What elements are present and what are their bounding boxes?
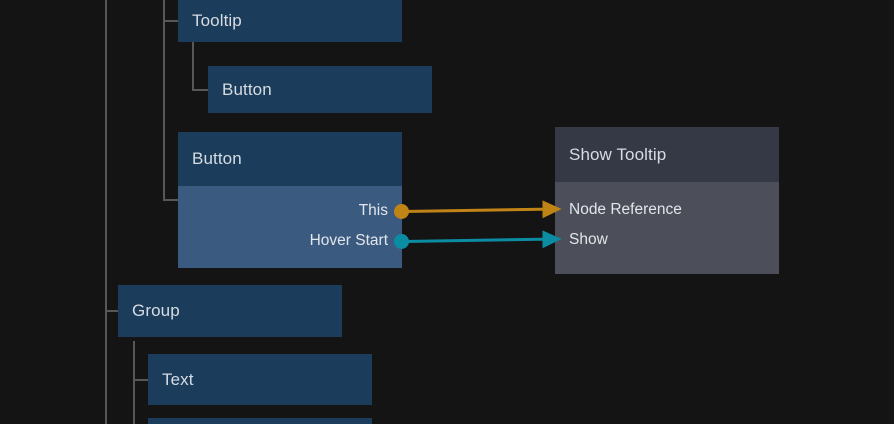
show-tooltip-node[interactable]: Show Tooltip Node Reference Show <box>555 127 779 274</box>
port-in-node-reference[interactable]: Node Reference <box>569 199 682 221</box>
tree-trunk-line <box>105 0 107 424</box>
wire-hover-start-to-show <box>403 230 562 249</box>
text-node-title: Text <box>148 354 372 405</box>
port-out-hover-start-label: Hover Start <box>309 232 388 249</box>
port-dot-this[interactable] <box>394 204 409 219</box>
tree-tick-group <box>105 310 119 312</box>
tooltip-button-node[interactable]: Button <box>208 66 432 113</box>
partial-node-below[interactable] <box>148 418 372 424</box>
tree-tick-tooltip-button <box>192 89 209 91</box>
tooltip-button-node-title: Button <box>208 66 432 113</box>
text-node[interactable]: Text <box>148 354 372 405</box>
tree-tick-button <box>163 199 179 201</box>
show-tooltip-node-title: Show Tooltip <box>555 127 779 182</box>
group-node-title: Group <box>118 285 342 337</box>
tooltip-node[interactable]: Tooltip <box>178 0 402 42</box>
port-out-hover-start[interactable]: Hover Start <box>178 230 388 252</box>
button-node[interactable]: Button This Hover Start <box>178 132 402 268</box>
button-node-body: This Hover Start <box>178 186 402 268</box>
tree-branch-line-tooltip-children <box>192 42 194 91</box>
port-in-show[interactable]: Show <box>569 229 608 251</box>
tree-branch-line-group-children <box>133 341 135 424</box>
tree-branch-line-tooltip-group <box>163 0 165 201</box>
wire-this-to-node-reference <box>403 200 562 219</box>
tree-tick-text <box>133 379 149 381</box>
tooltip-node-title: Tooltip <box>178 0 402 42</box>
port-dot-hover-start[interactable] <box>394 234 409 249</box>
tree-tick-tooltip <box>163 20 179 22</box>
port-in-node-reference-label: Node Reference <box>569 201 682 218</box>
port-out-this[interactable]: This <box>178 200 388 222</box>
button-node-title: Button <box>178 132 402 186</box>
port-out-this-label: This <box>358 202 388 219</box>
port-in-show-label: Show <box>569 231 608 248</box>
group-node[interactable]: Group <box>118 285 342 337</box>
show-tooltip-node-body: Node Reference Show <box>555 182 779 274</box>
partial-node-header <box>148 418 372 424</box>
